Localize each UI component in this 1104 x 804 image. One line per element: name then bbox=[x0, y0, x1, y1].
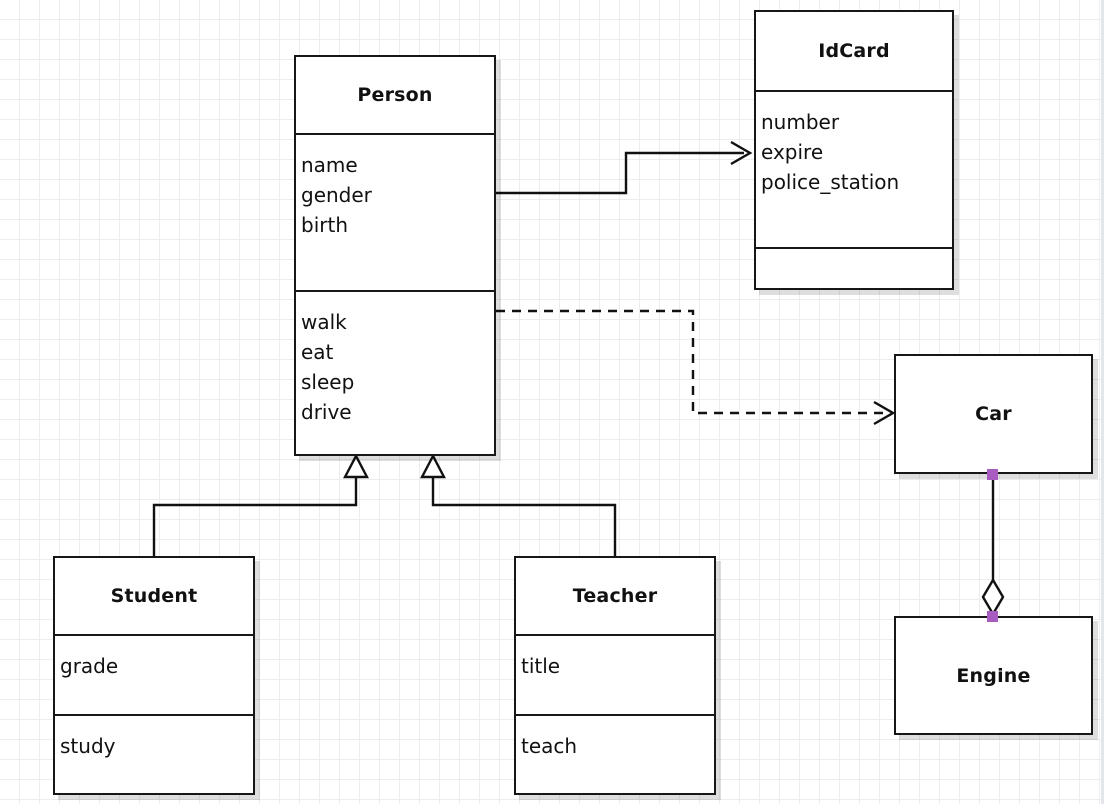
class-name-person: Person bbox=[357, 84, 433, 106]
selection-handle-aggregation-target[interactable] bbox=[987, 611, 998, 622]
operations-compartment-student[interactable]: study bbox=[55, 714, 253, 795]
attribute-item: grade bbox=[60, 654, 119, 678]
operation-item: sleep bbox=[301, 370, 355, 394]
generalization-teacher-person[interactable] bbox=[420, 453, 617, 556]
uml-class-person[interactable]: Person name gender birth walk eat sleep … bbox=[294, 55, 496, 456]
operation-item: teach bbox=[521, 734, 578, 758]
attribute-item: name bbox=[301, 153, 358, 177]
attribute-item: gender bbox=[301, 183, 372, 207]
attributes-compartment-idcard[interactable]: number expire police_station bbox=[756, 90, 952, 247]
dependency-person-car[interactable] bbox=[496, 309, 896, 426]
canvas-right-edge bbox=[1101, 0, 1104, 804]
uml-class-teacher[interactable]: Teacher title teach bbox=[514, 556, 716, 795]
operations-compartment-teacher[interactable]: teach bbox=[516, 714, 714, 795]
attributes-compartment-teacher[interactable]: title bbox=[516, 634, 714, 714]
attributes-compartment-student[interactable]: grade bbox=[55, 634, 253, 714]
attribute-item: title bbox=[521, 654, 561, 678]
uml-class-engine[interactable]: Engine bbox=[894, 616, 1093, 735]
operations-compartment-person[interactable]: walk eat sleep drive bbox=[296, 290, 494, 454]
attributes-compartment-person[interactable]: name gender birth bbox=[296, 133, 494, 290]
attribute-item: birth bbox=[301, 213, 348, 237]
class-name-teacher: Teacher bbox=[572, 585, 658, 607]
aggregation-car-engine[interactable] bbox=[981, 474, 1005, 617]
selection-handle-aggregation-source[interactable] bbox=[987, 469, 998, 480]
operation-item: drive bbox=[301, 400, 352, 424]
class-name-idcard: IdCard bbox=[818, 40, 890, 62]
generalization-student-person[interactable] bbox=[152, 453, 369, 556]
attribute-item: police_station bbox=[761, 170, 900, 194]
association-person-idcard[interactable] bbox=[496, 140, 753, 195]
class-name-engine: Engine bbox=[956, 664, 1031, 687]
uml-class-car[interactable]: Car bbox=[894, 354, 1093, 474]
operations-compartment-idcard[interactable] bbox=[756, 247, 952, 288]
class-name-car: Car bbox=[975, 403, 1012, 425]
attribute-item: expire bbox=[761, 140, 824, 164]
operation-item: walk bbox=[301, 310, 347, 334]
operation-item: study bbox=[60, 734, 116, 758]
uml-class-idcard[interactable]: IdCard number expire police_station bbox=[754, 10, 954, 290]
uml-class-student[interactable]: Student grade study bbox=[53, 556, 255, 795]
attribute-item: number bbox=[761, 110, 840, 134]
class-name-student: Student bbox=[110, 585, 198, 607]
operation-item: eat bbox=[301, 340, 334, 364]
